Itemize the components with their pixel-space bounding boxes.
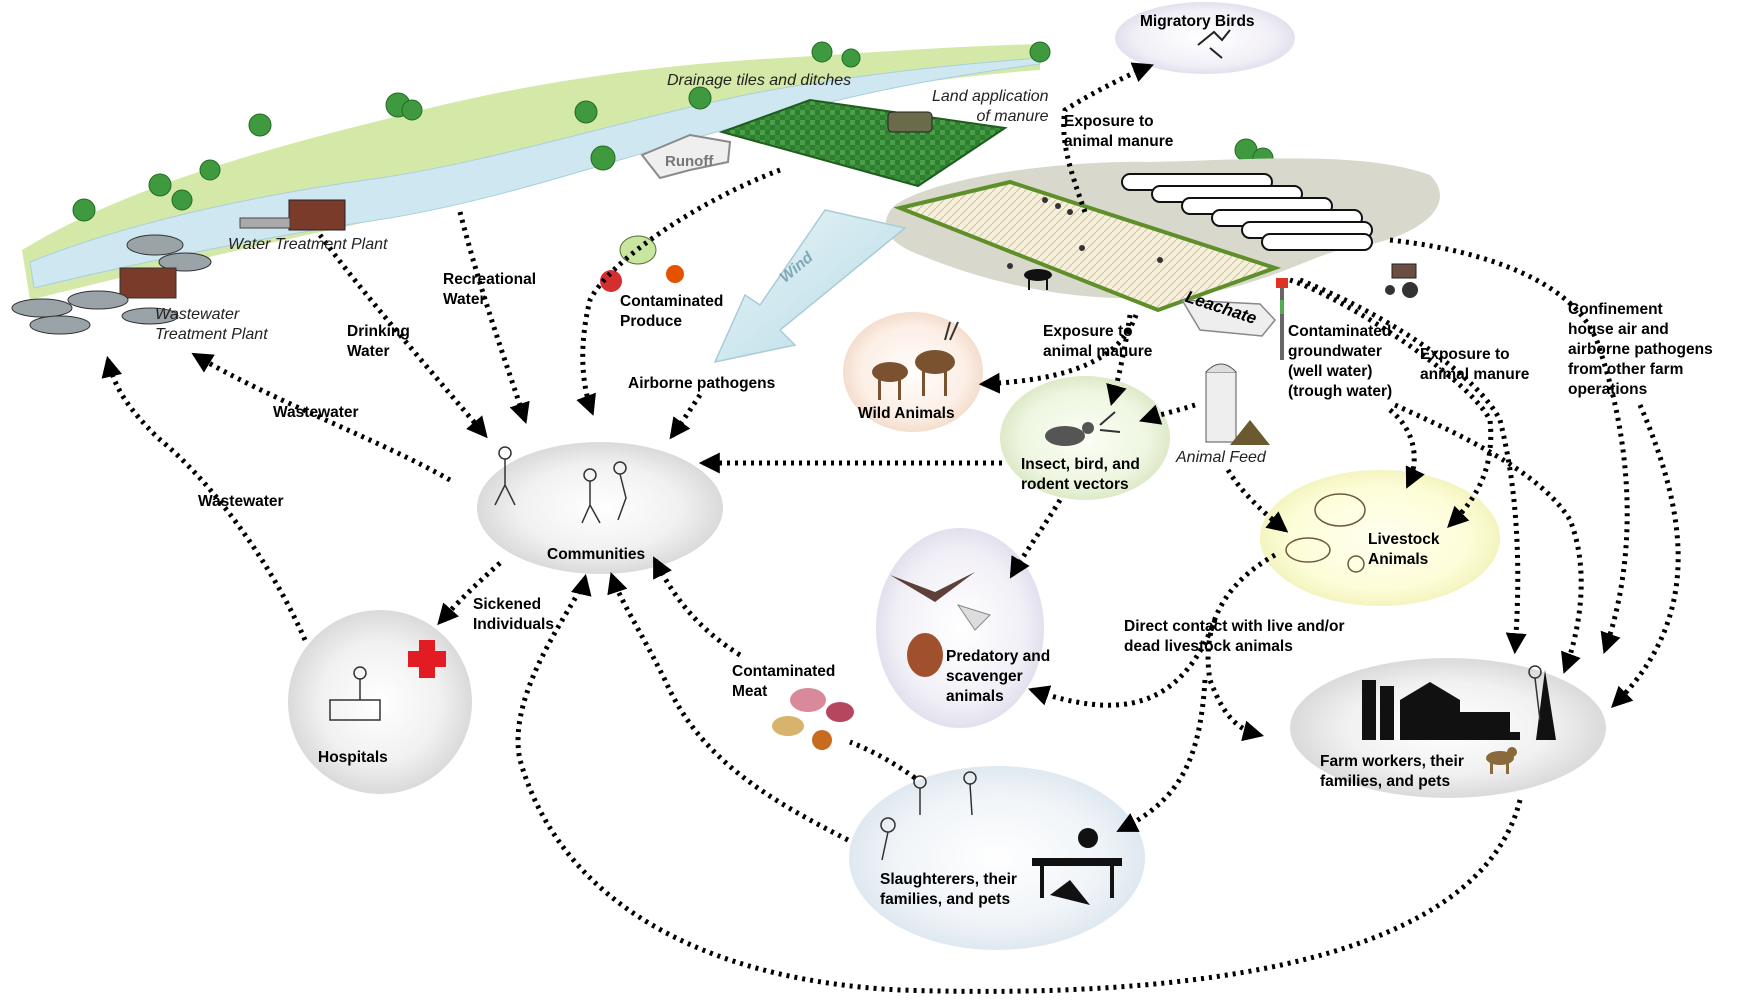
people-icon — [329, 446, 1542, 861]
arrow-lagoon-to-wild-animals — [978, 314, 1139, 394]
arrow-feed-to-livestock — [1225, 468, 1289, 533]
migratory-birds-cloud — [1115, 2, 1295, 74]
meat-icon — [772, 688, 854, 750]
edge-drinking-water-label: Drinking Water — [347, 323, 410, 360]
animal-feed-icon — [1205, 363, 1270, 445]
edge-confinement-label: Confinement house air and airborne patho… — [1568, 301, 1713, 398]
tractor — [1385, 263, 1418, 298]
arrow-vectors-to-predatory — [1009, 498, 1063, 579]
edge-wastewater-2-label: Wastewater — [198, 493, 284, 510]
arrow-lagoon-to-livestock — [1289, 277, 1494, 528]
dog-icon — [1486, 747, 1517, 774]
arrow-feed-to-vectors — [1139, 402, 1196, 425]
edge-contaminated-meat-label: Contaminated Meat — [732, 663, 836, 700]
confinement-barns — [1121, 173, 1373, 251]
edge-exposure-right-label: Exposure to animal manure — [1420, 346, 1530, 383]
livestock-blob — [1260, 470, 1500, 606]
geese-icon — [1007, 197, 1163, 269]
edge-contaminated-produce-label: Contaminated Produce — [620, 293, 724, 330]
arrow-slaughterers-to-communities — [607, 572, 850, 843]
arrow-livestock-contact-to-farm-workers — [1205, 552, 1277, 742]
edge-groundwater-label: Contaminated groundwater (well water) (t… — [1288, 323, 1393, 400]
edge-wastewater-1-label: Wastewater — [273, 404, 359, 421]
farm-workers-label: Farm workers, their families, and pets — [1320, 753, 1464, 790]
river — [29, 57, 1041, 289]
wind-arrow — [713, 209, 907, 364]
arrow-communities-to-wastewater — [191, 352, 452, 483]
communities-blob — [477, 442, 723, 574]
river-landscape — [22, 44, 1041, 300]
edge-recreational-water-label: Recreational Water — [443, 271, 537, 308]
predatory-blob — [876, 528, 1044, 728]
arrow-hospital-to-wastewater — [101, 355, 308, 642]
runoff-label: Runoff — [665, 153, 714, 170]
livestock-label: Livestock Animals — [1368, 531, 1440, 568]
horse-icon — [1024, 269, 1052, 290]
arrow-livestock-contact-to-predatory — [1028, 619, 1218, 708]
arrow-confinement-to-farm-workers — [1389, 237, 1630, 654]
arrow-meat-to-communities — [652, 556, 742, 658]
arrow-field-to-communities — [576, 167, 781, 416]
arrow-communities-to-hospital — [437, 561, 502, 626]
land-application-label: Land application of manure — [932, 88, 1049, 125]
predatory-label: Predatory and scavenger animals — [946, 648, 1051, 705]
well-pump — [1276, 278, 1288, 360]
animal-feed-label: Animal Feed — [1176, 449, 1266, 466]
wild-animals-blob — [843, 312, 983, 432]
livestock-icon — [1285, 493, 1366, 573]
arrow-lagoon-to-vectors — [1106, 314, 1133, 407]
wastewater-treatment-label: Wastewater Treatment Plant — [155, 306, 268, 343]
edge-sickened-label: Sickened Individuals — [473, 596, 554, 633]
arrow-groundwater-to-livestock — [1388, 408, 1425, 489]
rodent-icon — [1045, 411, 1121, 446]
communities-label: Communities — [547, 546, 646, 563]
wild-animals-label: Wild Animals — [858, 405, 955, 422]
migratory-birds-label: Migratory Birds — [1140, 13, 1255, 30]
edge-airborne-pathogens-label: Airborne pathogens — [628, 375, 776, 392]
edge-direct-contact-label: Direct contact with live and/or dead liv… — [1124, 618, 1345, 655]
arrow-livestock-contact-to-slaughterers — [1116, 679, 1208, 833]
runoff-arrow — [640, 133, 732, 180]
arrow-airborne-pathogens — [669, 393, 703, 440]
arrow-lagoon-to-migratory — [1061, 62, 1154, 213]
water-treatment-plant-art — [239, 199, 346, 231]
arrow-slaughter-to-meat — [849, 739, 917, 781]
vectors-blob — [1000, 376, 1170, 500]
slaughterers-blob — [849, 766, 1145, 950]
arrow-drinking-water — [317, 233, 488, 439]
bird-icon — [1197, 29, 1231, 59]
leachate-arrow — [1180, 299, 1276, 337]
barn-silhouette — [1362, 670, 1556, 740]
vectors-label: Insect, bird, and rodent vectors — [1021, 456, 1140, 493]
water-treatment-label: Water Treatment Plant — [228, 236, 388, 253]
slaughter-table-icon — [1032, 828, 1122, 905]
hospitals-label: Hospitals — [318, 749, 388, 766]
predator-icon — [890, 572, 991, 677]
edge-exposure-mid-label: Exposure to animal manure — [1043, 323, 1153, 360]
arrow-recreational-water — [457, 211, 530, 424]
slaughterers-label: Slaughterers, their families, and pets — [880, 871, 1017, 908]
produce-icon — [600, 235, 684, 292]
arrows — [101, 62, 1681, 994]
wastewater-treatment-plant-art — [11, 234, 212, 335]
edge-exposure-top-label: Exposure to animal manure — [1064, 113, 1174, 150]
hospital-cross-icon — [408, 640, 446, 678]
deer-icon — [872, 321, 959, 400]
drainage-label: Drainage tiles and ditches — [667, 72, 852, 89]
arrow-lagoon-to-farm-workers — [1299, 277, 1527, 655]
crop-field — [718, 98, 1008, 188]
manure-lagoon — [893, 179, 1282, 313]
